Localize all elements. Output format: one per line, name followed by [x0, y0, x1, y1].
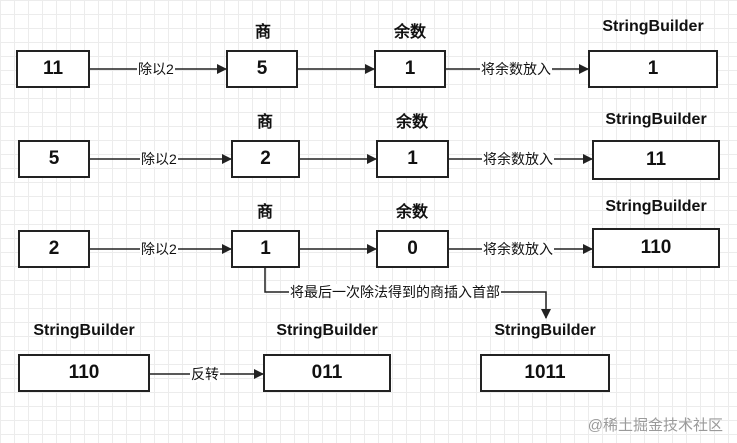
insert-head-label: 将最后一次除法得到的商插入首部 [289, 284, 501, 300]
builder-box-row2: 11 [592, 140, 720, 180]
dividend-box-row3: 2 [18, 230, 90, 268]
header-quotient-row2: 商 [256, 114, 273, 131]
append-label-row2: 将余数放入 [482, 151, 554, 167]
header-builder-row2: StringBuilder [605, 111, 707, 128]
builder-box-row1: 1 [588, 50, 718, 88]
bottom-left-box: 110 [18, 354, 150, 392]
header-remainder-row3: 余数 [395, 204, 428, 221]
divide-label-row1: 除以2 [137, 61, 175, 77]
header-quotient-row1: 商 [254, 24, 271, 41]
reverse-label: 反转 [190, 366, 220, 382]
bottom-mid-header: StringBuilder [276, 322, 378, 339]
bottom-right-header: StringBuilder [494, 322, 596, 339]
header-quotient-row3: 商 [256, 204, 273, 221]
bottom-mid-box: 011 [263, 354, 391, 392]
remainder-box-row1: 1 [374, 50, 446, 88]
bottom-right-box: 1011 [480, 354, 610, 392]
divide-label-row3: 除以2 [140, 241, 178, 257]
dividend-box-row1: 11 [16, 50, 90, 88]
quotient-box-row3: 1 [231, 230, 300, 268]
append-label-row3: 将余数放入 [482, 241, 554, 257]
header-remainder-row1: 余数 [393, 24, 426, 41]
quotient-box-row2: 2 [231, 140, 300, 178]
dividend-box-row2: 5 [18, 140, 90, 178]
append-label-row1: 将余数放入 [480, 61, 552, 77]
header-remainder-row2: 余数 [395, 114, 428, 131]
header-builder-row1: StringBuilder [602, 18, 704, 35]
bottom-left-header: StringBuilder [33, 322, 135, 339]
builder-box-row3: 110 [592, 228, 720, 268]
header-builder-row3: StringBuilder [605, 198, 707, 215]
divide-label-row2: 除以2 [140, 151, 178, 167]
remainder-box-row2: 1 [376, 140, 449, 178]
quotient-box-row1: 5 [226, 50, 298, 88]
remainder-box-row3: 0 [376, 230, 449, 268]
watermark: @稀土掘金技术社区 [587, 417, 723, 434]
